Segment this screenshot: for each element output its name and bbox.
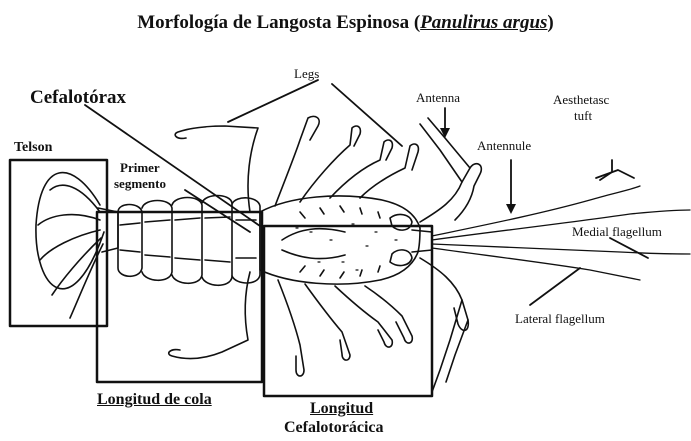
- label-lateral-flagellum: Lateral flagellum: [515, 311, 605, 327]
- tail-length-box: [97, 212, 262, 382]
- label-longitud-cola: Longitud de cola: [97, 391, 212, 409]
- label-segmento: segmento: [114, 176, 166, 192]
- abdomen: [118, 196, 260, 286]
- label-medial-flagellum: Medial flagellum: [572, 224, 662, 240]
- legs-upper: [175, 116, 418, 212]
- label-aesthetasc: Aesthetasc: [553, 92, 609, 108]
- label-cefalotoracica: Cefalotorácica: [284, 419, 384, 437]
- label-telson: Telson: [14, 140, 52, 156]
- carapace-spines: [296, 224, 397, 270]
- label-cefalotorax: Cefalotórax: [30, 87, 126, 109]
- antennae: [420, 118, 481, 392]
- cephalothorax: [260, 196, 432, 284]
- label-antenna: Antenna: [416, 90, 460, 106]
- label-longitud: Longitud: [310, 400, 373, 418]
- label-antennule: Antennule: [477, 138, 531, 154]
- legs-lower: [169, 272, 413, 376]
- label-legs: Legs: [294, 66, 319, 82]
- label-primer: Primer: [120, 160, 160, 176]
- telson-fan: [36, 173, 118, 318]
- label-tuft: tuft: [574, 108, 592, 124]
